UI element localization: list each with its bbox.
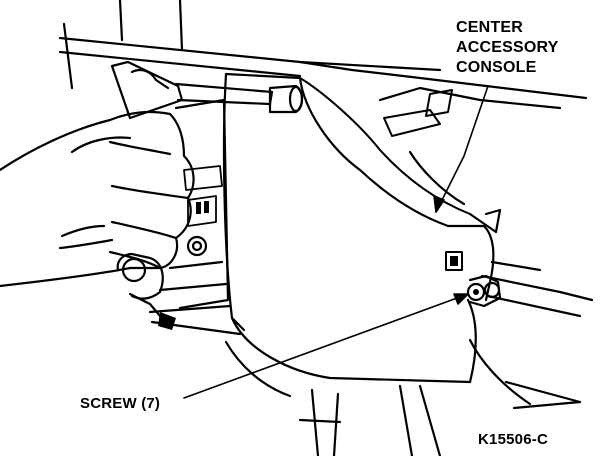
console-label-line-1: CENTER [456, 19, 523, 36]
ratchet-wrench [110, 60, 304, 120]
console-label-line-3: CONSOLE [456, 59, 537, 76]
console-leader-line [435, 85, 489, 213]
screw-label: SCREW (7) [80, 395, 161, 412]
technician-hand-right [0, 110, 195, 288]
console-leader-arrow [433, 195, 445, 213]
console-housing [222, 72, 594, 384]
center-accessory-console-label: CENTER ACCESSORY CONSOLE [456, 18, 559, 78]
technician-hand-lower [116, 252, 176, 330]
console-label-line-2: ACCESSORY [456, 39, 559, 56]
figure-code: K15506-C [478, 431, 548, 448]
floor-lines [224, 338, 582, 456]
screw-leader-arrow [453, 293, 469, 305]
leader-lines [183, 85, 489, 399]
radio-faceplate [148, 98, 242, 336]
screw-leader-line [183, 293, 469, 399]
dashboard-trim [58, 0, 588, 110]
